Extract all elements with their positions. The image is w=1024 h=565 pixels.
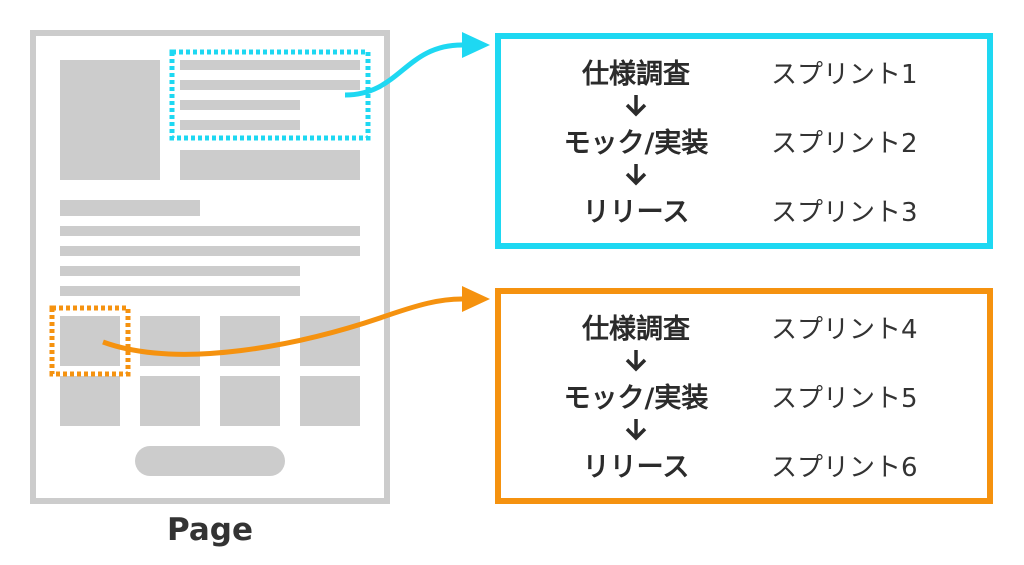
wire-text-line <box>60 226 360 236</box>
wire-text-line <box>60 246 360 256</box>
down-arrow-icon <box>625 164 647 186</box>
step-task: 仕様調査 <box>582 59 690 90</box>
wire-thumbnail <box>300 376 360 426</box>
wire-text-line <box>60 286 300 296</box>
wire-text-line <box>180 100 300 110</box>
down-arrow-icon <box>625 419 647 441</box>
wire-text-line <box>180 120 300 130</box>
wire-text-line <box>60 266 300 276</box>
step-sprint: スプリント3 <box>771 198 918 228</box>
wire-text-line <box>180 60 360 70</box>
connector-orange <box>102 296 463 357</box>
wire-thumbnail <box>140 316 200 366</box>
wire-image-block <box>60 60 160 180</box>
step-sprint: スプリント6 <box>771 453 918 483</box>
connector-orange-arrowhead <box>462 286 490 312</box>
step-task: リリース <box>582 452 690 483</box>
connector-cyan-arrowhead <box>462 32 490 58</box>
wire-thumbnail <box>60 316 120 366</box>
wire-banner-block <box>180 150 360 180</box>
sprint-box-cyan: 仕様調査 スプリント1 モック/実装 スプリント2 リリース スプリント3 <box>495 33 993 249</box>
step-sprint: スプリント1 <box>771 60 918 90</box>
wire-heading-line <box>60 200 200 216</box>
wire-text-line <box>180 80 360 90</box>
wire-thumbnail <box>220 376 280 426</box>
step-sprint: スプリント2 <box>771 129 918 159</box>
wire-thumbnail <box>220 316 280 366</box>
sprint-box-orange: 仕様調査 スプリント4 モック/実装 スプリント5 リリース スプリント6 <box>495 288 993 504</box>
wire-thumbnail <box>140 376 200 426</box>
step-sprint: スプリント4 <box>771 315 918 345</box>
highlight-header-text <box>169 49 371 141</box>
wire-thumbnail <box>60 376 120 426</box>
step-task: リリース <box>582 197 690 228</box>
down-arrow-icon <box>625 95 647 117</box>
wire-button <box>135 446 285 476</box>
down-arrow-icon <box>625 350 647 372</box>
page-label: Page <box>166 512 254 548</box>
step-task: モック/実装 <box>563 383 709 414</box>
step-task: 仕様調査 <box>582 314 690 345</box>
connector-cyan <box>344 42 463 98</box>
highlight-thumbnail <box>49 305 131 377</box>
step-sprint: スプリント5 <box>771 384 918 414</box>
step-task: モック/実装 <box>563 128 709 159</box>
wire-thumbnail <box>300 316 360 366</box>
